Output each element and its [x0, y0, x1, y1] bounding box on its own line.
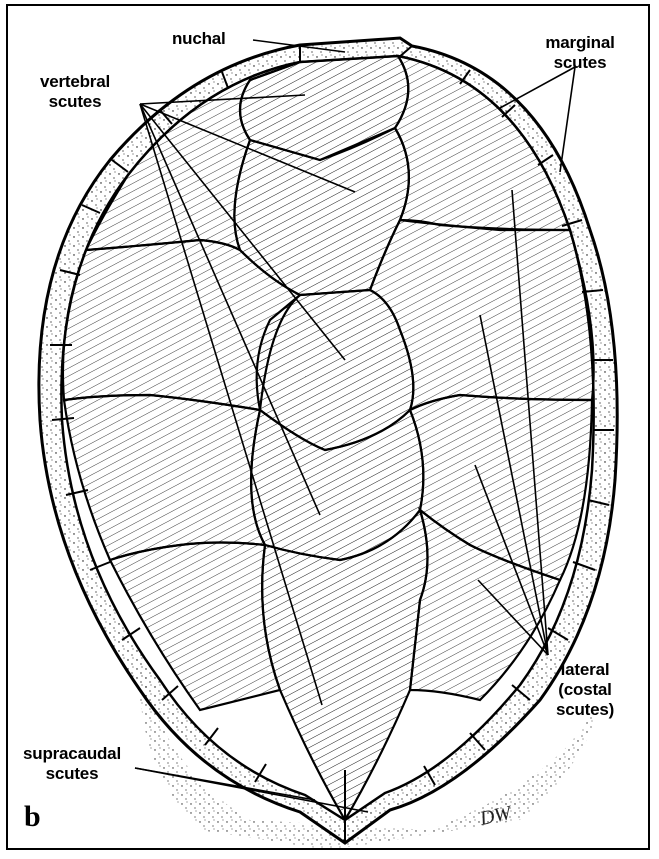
leader-marginal-1 [500, 67, 575, 108]
label-marginal-line2: scutes [530, 53, 630, 73]
label-lateral-scutes: lateral (costal scutes) [540, 660, 630, 720]
leader-marginal-2 [560, 67, 575, 172]
label-nuchal: nuchal [172, 29, 226, 49]
label-marginal-scutes: marginal scutes [530, 33, 630, 73]
label-lateral-line3: scutes) [540, 700, 630, 720]
label-lateral-line1: lateral [540, 660, 630, 680]
label-vertebral-line1: vertebral [20, 72, 130, 92]
label-lateral-line2: (costal [540, 680, 630, 700]
label-vertebral-scutes: vertebral scutes [20, 72, 130, 112]
label-supracaudal-line1: supracaudal [12, 744, 132, 764]
label-supracaudal-line2: scutes [12, 764, 132, 784]
panel-letter: b [24, 800, 41, 834]
label-marginal-line1: marginal [530, 33, 630, 53]
label-vertebral-line2: scutes [20, 92, 130, 112]
label-nuchal-text: nuchal [172, 29, 226, 48]
label-supracaudal-scutes: supracaudal scutes [12, 744, 132, 784]
